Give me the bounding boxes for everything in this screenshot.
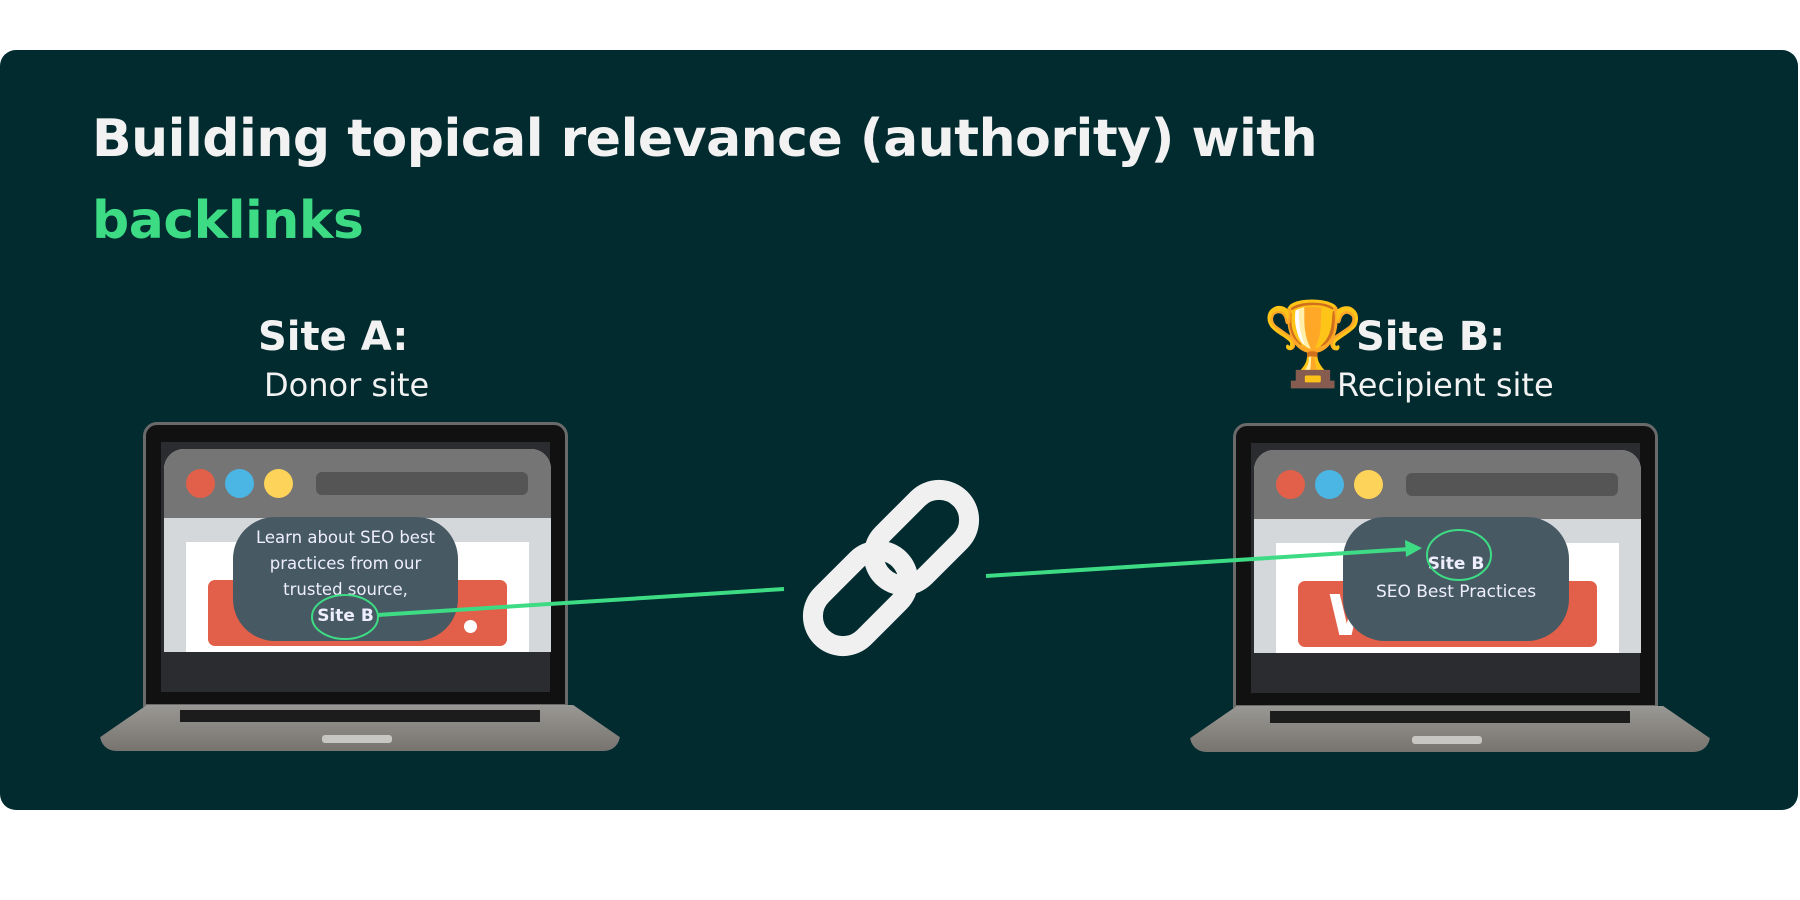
target-circle <box>1426 529 1492 581</box>
arrowhead-icon <box>1405 540 1422 557</box>
trophy-icon: 🏆 <box>1262 297 1365 392</box>
site-a-subtitle: Donor site <box>264 366 430 404</box>
link-line-left <box>377 587 785 617</box>
maximize-dot-icon <box>1354 470 1383 499</box>
donor-link-bubble: Learn about SEO best practices from our … <box>233 517 458 641</box>
donor-text: Learn about SEO best practices from our … <box>255 528 436 599</box>
keyboard <box>180 710 540 722</box>
close-dot-icon <box>1276 470 1305 499</box>
close-dot-icon <box>186 469 215 498</box>
page-title: Building topical relevance (authority) w… <box>92 98 1318 262</box>
address-bar <box>1406 473 1618 496</box>
site-b-subtitle: Recipient site <box>1337 366 1554 404</box>
site-b-heading: Site B: <box>1356 314 1506 360</box>
site-a-heading: Site A: <box>258 314 409 360</box>
address-bar <box>316 472 528 495</box>
title-accent: backlinks <box>92 191 364 251</box>
laptop-site-a <box>100 422 620 762</box>
minimize-dot-icon <box>225 469 254 498</box>
link-line-right <box>985 547 1411 578</box>
backlink-anchor[interactable]: Site B <box>317 606 374 626</box>
recipient-page-title: SEO Best Practices <box>1375 582 1537 602</box>
minimize-dot-icon <box>1315 470 1344 499</box>
maximize-dot-icon <box>264 469 293 498</box>
keyboard <box>1270 711 1630 723</box>
anchor-circle <box>311 594 379 640</box>
chain-link-icon <box>802 479 980 657</box>
recipient-site-name: Site B <box>1427 554 1485 574</box>
title-main: Building topical relevance (authority) w… <box>92 109 1318 169</box>
